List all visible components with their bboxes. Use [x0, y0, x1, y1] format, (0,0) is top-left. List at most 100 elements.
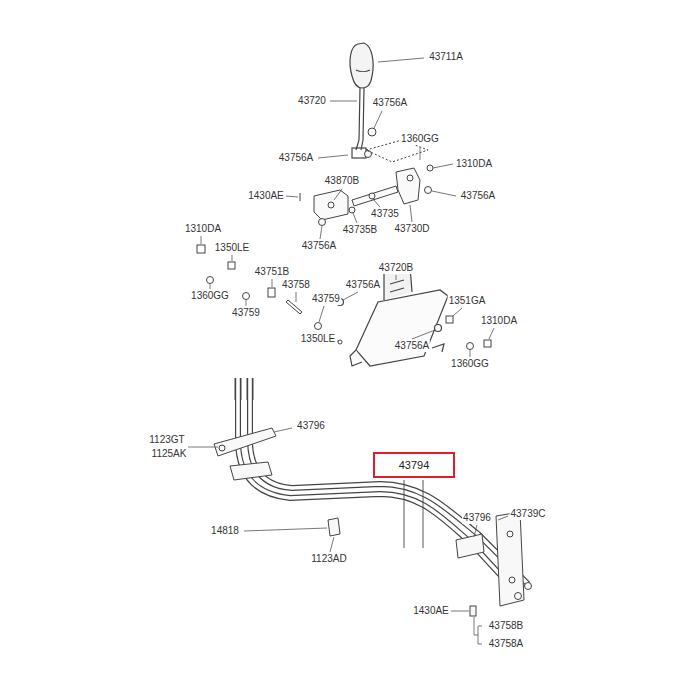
callout-number: 43720B [378, 262, 414, 274]
callout-number: 43751B [254, 266, 290, 278]
leader-lines-part [470, 350, 471, 357]
fasteners-part [338, 340, 342, 344]
callout-number: 1360GG [450, 358, 490, 370]
gear-lever-part [356, 70, 370, 72]
shift-cables-part [250, 378, 528, 584]
lever-bracket-part [349, 207, 355, 213]
callout-number: 14818 [210, 525, 240, 537]
callout-number: 43730D [393, 223, 430, 235]
callout-number: 43759 [231, 307, 261, 319]
gear-lever-part [356, 88, 364, 150]
fasteners-part [467, 343, 474, 350]
shift-cables-part [235, 378, 253, 400]
leader-lines-part [232, 255, 233, 261]
callout-number: 1310DA [455, 158, 493, 170]
callout-number: 43758A [488, 638, 524, 650]
callout-number: 43756A [372, 97, 408, 109]
callout-number: 1123AD [310, 553, 347, 565]
callout-number: 1123GT [148, 434, 185, 446]
callout-number: 1360GG [400, 133, 440, 145]
cable-brackets-part [456, 534, 484, 558]
leader-lines-part [396, 275, 397, 280]
lever-bracket-part [365, 151, 372, 158]
lever-bracket-part [407, 175, 413, 181]
fasteners-part [197, 245, 205, 253]
cable-brackets-part [496, 512, 524, 606]
leader-lines-part [373, 199, 380, 207]
cable-brackets [214, 428, 532, 616]
highlight-bracket-part [423, 480, 424, 548]
cable-brackets-part [214, 428, 276, 456]
part-number: 43794 [399, 459, 430, 472]
lever-bracket-part [314, 190, 348, 220]
gear-lever-part [350, 43, 373, 88]
callout-number: 43796 [462, 512, 492, 524]
leader-lines-part [498, 516, 508, 520]
leader-lines-part [343, 292, 358, 300]
leader-lines-part [330, 101, 357, 102]
callout-number: 43758 [281, 279, 311, 291]
leader-lines-part [432, 191, 456, 196]
leader-lines-part [296, 292, 297, 302]
leader-lines-part [412, 330, 435, 339]
callout-number: 1360GG [190, 290, 230, 302]
leader-lines-part [338, 340, 339, 342]
shift-cables-part [250, 378, 528, 584]
shift-cables-part [230, 462, 272, 480]
gear-lever [350, 43, 373, 158]
callout-number: 1350LE [300, 333, 336, 345]
lever-bracket-part [319, 219, 326, 226]
callout-number: 43796 [296, 420, 326, 432]
callout-number: 43735 [370, 208, 400, 220]
mounting-plate-part [435, 325, 442, 332]
callout-number: 1125AK [151, 448, 188, 460]
leader-lines-part [319, 306, 324, 322]
leader-lines-part [318, 155, 348, 158]
mounting-plate-part [390, 280, 404, 292]
lever-bracket-part [328, 202, 334, 208]
leader-lines-part [286, 196, 298, 197]
callout-number: 43711A [428, 51, 464, 63]
fasteners-part [207, 277, 214, 284]
fasteners-part [315, 323, 322, 330]
cable-brackets-part [525, 583, 532, 590]
leader-lines-part [474, 617, 482, 644]
fasteners-part [484, 340, 491, 347]
leader-lines-part [420, 147, 421, 160]
callout-number: 43756A [394, 340, 430, 352]
callout-number: 43756A [460, 190, 496, 202]
callout-number: 1310DA [480, 315, 518, 327]
callout-number: 43720 [297, 95, 327, 107]
callout-number: 43870B [324, 175, 360, 187]
callout-number: 1310DA [184, 223, 222, 235]
cable-brackets-part [328, 518, 340, 536]
leader-lines-part [210, 284, 211, 289]
cable-brackets-part [507, 531, 513, 537]
callout-number: 43756A [301, 240, 337, 252]
highlight-bracket [404, 480, 423, 548]
cable-brackets-part [470, 606, 476, 616]
cable-brackets-part [219, 445, 225, 451]
lever-bracket-part [368, 128, 376, 136]
leader-lines-part [474, 525, 477, 537]
mounting-plate-part [350, 350, 362, 366]
mounting-plate-part [356, 290, 448, 366]
gear-lever-part [352, 148, 366, 158]
lever-bracket-part [352, 186, 398, 206]
callout-number: 43739C [509, 508, 546, 520]
lever-bracket-part [427, 165, 433, 171]
fasteners [197, 245, 491, 350]
callout-number: 1351GA [448, 295, 487, 307]
lever-bracket-part [369, 193, 375, 199]
fasteners-part [228, 262, 235, 269]
highlight-bracket-part [404, 480, 405, 548]
leader-lines-part [410, 205, 412, 222]
callout-number: 1430AE [412, 605, 450, 617]
lever-bracket-part [396, 168, 420, 204]
leader-lines-part [246, 300, 247, 306]
cable-brackets-part [509, 577, 515, 583]
leader-lines-part [374, 111, 382, 128]
lever-bracket-part [425, 187, 432, 194]
